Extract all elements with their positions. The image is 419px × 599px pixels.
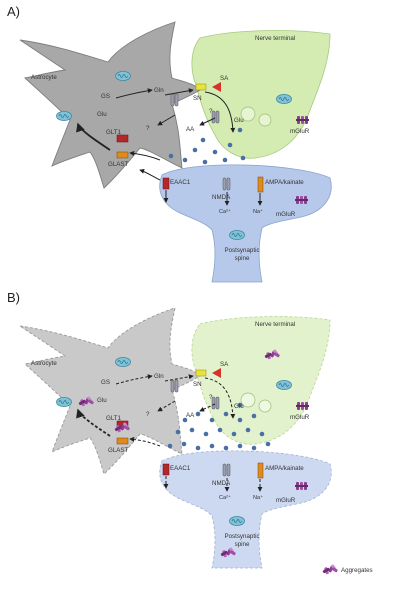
mitochondrion-icon	[115, 71, 131, 81]
ampa-receptor-icon	[257, 176, 264, 193]
sa-transporter	[212, 368, 221, 378]
ampa-kainate-label: AMPA/kainate	[265, 179, 304, 186]
aa-label: AA	[186, 412, 195, 419]
mitochondrion-icon	[56, 111, 72, 121]
mitochondrion-icon	[276, 94, 292, 104]
postsynaptic-spine-b	[159, 450, 332, 569]
question-mark-1: ?	[146, 125, 150, 132]
eaac1-label: EAAC1	[170, 179, 191, 186]
mitochondrion-icon	[229, 516, 245, 526]
sa-label: SA	[220, 361, 229, 368]
glt1-label: GLT1	[106, 415, 122, 422]
eaac1-label: EAAC1	[170, 465, 191, 472]
mitochondrion-icon	[229, 229, 245, 241]
question-mark-2: ?	[209, 108, 213, 115]
aa-label: AA	[186, 126, 195, 133]
mglur-top-label: mGluR	[290, 128, 310, 135]
gln-label: Gln	[154, 373, 164, 380]
sn-transporter	[195, 369, 207, 377]
panel-b-letter: B)	[7, 290, 20, 305]
arrows-a	[76, 88, 263, 206]
calcium-label: Ca²⁺	[219, 208, 231, 215]
glu-nerve-label: Glu	[234, 117, 244, 124]
mglur-bottom-label: mGluR	[276, 497, 296, 504]
sn-transporter	[195, 83, 207, 91]
mglur-receptor-icon	[296, 116, 309, 124]
legend-aggregates-label: Aggregates	[341, 567, 373, 574]
spine-label-line2: spine	[235, 255, 250, 262]
mitochondrion-icon	[115, 356, 131, 368]
ampa-kainate-label: AMPA/kainate	[265, 465, 304, 472]
spine-label-line2: spine	[235, 541, 250, 548]
panel-b: B)	[7, 290, 332, 569]
postsynaptic-spine-a	[159, 164, 332, 283]
glutamate-dots-b	[167, 402, 271, 451]
glu-astrocyte-label: Glu	[97, 397, 107, 404]
question-mark-2: ?	[209, 394, 213, 401]
eaac1-transporter	[162, 177, 170, 190]
glast-label: GLAST	[108, 447, 129, 454]
mitochondrion-icon	[56, 396, 72, 408]
panel-a: A)	[7, 4, 332, 283]
nerve-terminal-label: Nerve terminal	[255, 35, 295, 42]
mglur-receptor-icon	[295, 196, 308, 204]
spine-label-line1: Postsynaptic	[224, 533, 259, 540]
panel-a-letter: A)	[7, 4, 20, 19]
sodium-label: Na⁺	[253, 494, 263, 501]
nmda-label: NMDA	[212, 480, 231, 487]
glt1-transporter	[116, 134, 129, 143]
sn-label: SN	[193, 381, 202, 388]
sn-label: SN	[193, 95, 202, 102]
sodium-label: Na⁺	[253, 208, 263, 215]
arrows-b	[76, 374, 263, 492]
aggregate-icon	[322, 564, 339, 575]
sa-transporter	[212, 82, 221, 92]
gln-label: Gln	[154, 87, 164, 94]
astrocyte-a	[19, 21, 201, 189]
gs-label: GS	[101, 379, 110, 386]
nerve-terminal-label: Nerve terminal	[255, 321, 295, 328]
sa-label: SA	[220, 75, 229, 82]
question-mark-1: ?	[146, 411, 150, 418]
mglur-receptor-icon	[296, 402, 309, 410]
astrocyte-b	[19, 307, 201, 475]
eaac1-transporter	[162, 463, 170, 476]
glast-label: GLAST	[108, 161, 129, 168]
glu-astrocyte-label: Glu	[97, 111, 107, 118]
glutamate-dots-a	[168, 127, 246, 165]
gs-label: GS	[101, 93, 110, 100]
astrocyte-label: Astrocyte	[31, 74, 57, 81]
mitochondrion-icon	[276, 379, 292, 391]
mglur-bottom-label: mGluR	[276, 211, 296, 218]
mglur-receptor-icon	[295, 482, 308, 490]
calcium-label: Ca²⁺	[219, 494, 231, 501]
legend: Aggregates	[322, 564, 373, 575]
glast-transporter	[116, 151, 129, 159]
glt1-label: GLT1	[106, 129, 122, 136]
astrocyte-label: Astrocyte	[31, 360, 57, 367]
spine-label-line1: Postsynaptic	[224, 247, 259, 254]
glast-transporter	[116, 437, 129, 445]
mglur-top-label: mGluR	[290, 414, 310, 421]
ampa-receptor-icon	[257, 462, 264, 479]
glu-nerve-label: Glu	[234, 403, 244, 410]
nmda-label: NMDA	[212, 194, 231, 201]
